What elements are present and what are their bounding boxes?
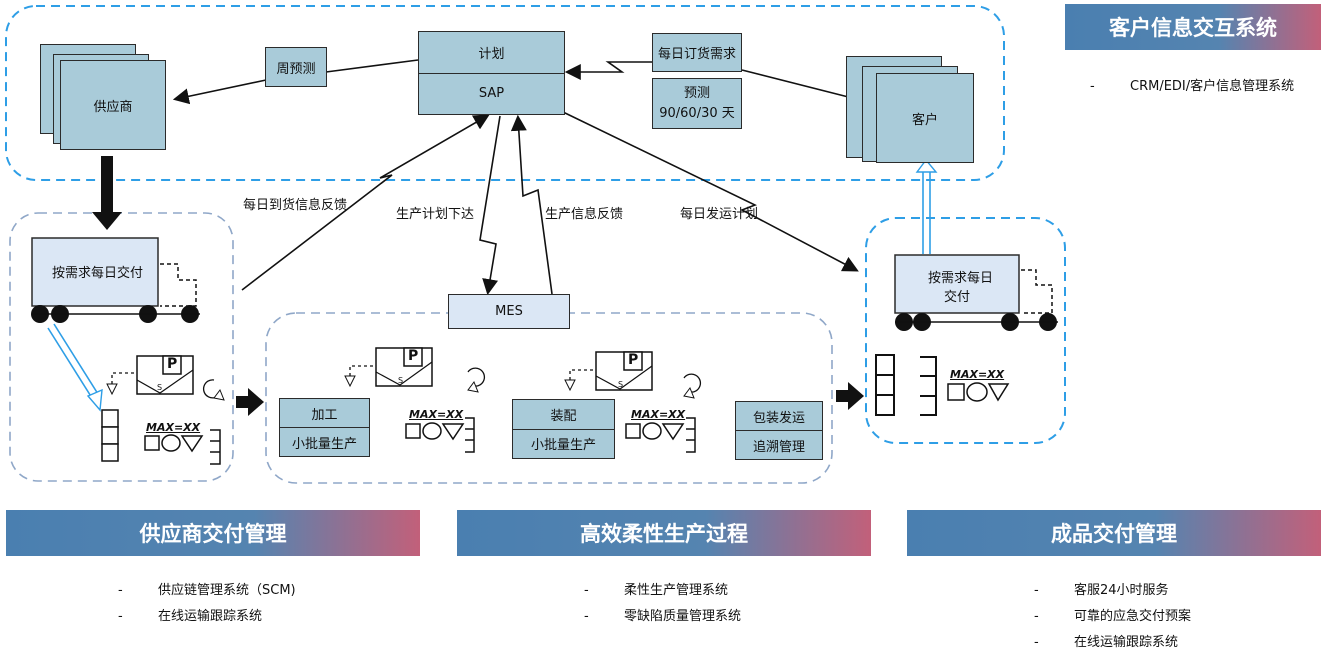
list-item: 可靠的应急交付预案 <box>1074 609 1192 624</box>
customer-label: 客户 <box>911 112 938 128</box>
sap-label: SAP <box>478 86 505 102</box>
supplier-delivery-region <box>9 212 234 482</box>
header-bullet: CRM/EDI/客户信息管理系统 <box>1130 79 1295 94</box>
packaging-sublabel: 追溯管理 <box>752 439 805 455</box>
push-arrow <box>236 396 250 408</box>
forecast-label: 预测 <box>683 85 710 101</box>
header-band: 客户信息交互系统 <box>1065 4 1321 50</box>
mes-box: MES <box>448 294 570 329</box>
customer-truck-label-1: 按需求每日 <box>928 271 994 286</box>
section-list-supplier: -供应链管理系统（SCM) -在线运输跟踪系统 <box>118 578 296 630</box>
kanban-p-label: P <box>628 352 639 368</box>
kanban-post-supplier <box>106 355 225 401</box>
list-item: 客服24小时服务 <box>1074 583 1169 598</box>
list-item: 柔性生产管理系统 <box>624 583 729 598</box>
weekly-forecast-box: 周预测 <box>265 47 327 87</box>
list-item: 零缺陷质量管理系统 <box>624 609 742 624</box>
max-label: MAX=XX <box>409 408 464 421</box>
assembly-box: 装配 小批量生产 <box>512 399 615 459</box>
list-item: 在线运输跟踪系统 <box>1074 635 1179 650</box>
kanban-s-label: S <box>157 383 163 392</box>
machining-box: 加工 小批量生产 <box>279 398 370 457</box>
supplier-label: 供应商 <box>93 99 133 115</box>
customer-delivery-region <box>865 217 1066 444</box>
kanban-s-label: S <box>618 380 624 389</box>
supermarket-assembly <box>625 417 696 453</box>
max-label: MAX=XX <box>950 368 1005 381</box>
flow-label-arrival-feedback: 每日到货信息反馈 <box>243 198 348 213</box>
forecast-box: 预测 90/60/30 天 <box>652 78 742 129</box>
flow-label-shipping-plan: 每日发运计划 <box>680 207 759 222</box>
header-bullets: -CRM/EDI/客户信息管理系统 <box>1090 74 1294 100</box>
flow-label-info-feedback: 生产信息反馈 <box>545 207 624 222</box>
kanban-s-label: S <box>398 376 404 385</box>
supplier-truck-label: 按需求每日交付 <box>52 266 144 281</box>
machining-sublabel: 小批量生产 <box>291 436 357 452</box>
kanban-p-label: P <box>408 348 419 364</box>
supermarket-machining <box>405 417 475 453</box>
section-list-production: -柔性生产管理系统 -零缺陷质量管理系统 <box>584 578 741 630</box>
supermarket-customer <box>947 382 1010 402</box>
machining-label: 加工 <box>280 399 369 428</box>
packaging-label: 包装发运 <box>736 402 822 431</box>
max-label: MAX=XX <box>146 421 201 434</box>
supermarket-supplier <box>144 429 221 465</box>
list-item: 供应链管理系统（SCM) <box>158 583 296 598</box>
production-region <box>265 312 833 484</box>
kanban-p-label: P <box>167 356 178 372</box>
section-band-delivery: 成品交付管理 <box>907 510 1321 556</box>
section-band-supplier: 供应商交付管理 <box>6 510 420 556</box>
assembly-sublabel: 小批量生产 <box>530 438 596 454</box>
assembly-label: 装配 <box>513 400 614 430</box>
section-band-production: 高效柔性生产过程 <box>457 510 871 556</box>
plan-sap-box: 计划 SAP <box>418 31 565 115</box>
kanban-post-machining <box>344 347 485 393</box>
info-exchange-region <box>5 5 1005 181</box>
customer-truck-label-2: 交付 <box>944 290 971 305</box>
flow-label-plan-issue: 生产计划下达 <box>396 207 475 222</box>
max-label: MAX=XX <box>631 408 686 421</box>
section-list-delivery: -客服24小时服务 -可靠的应急交付预案 -在线运输跟踪系统 <box>1034 578 1191 656</box>
daily-order-box: 每日订货需求 <box>652 33 742 72</box>
plan-label: 计划 <box>419 32 564 74</box>
push-arrow <box>836 390 850 402</box>
list-item: 在线运输跟踪系统 <box>158 609 263 624</box>
forecast-days-label: 90/60/30 天 <box>659 105 735 121</box>
kanban-post-assembly <box>564 351 701 399</box>
packaging-box: 包装发运 追溯管理 <box>735 401 823 460</box>
